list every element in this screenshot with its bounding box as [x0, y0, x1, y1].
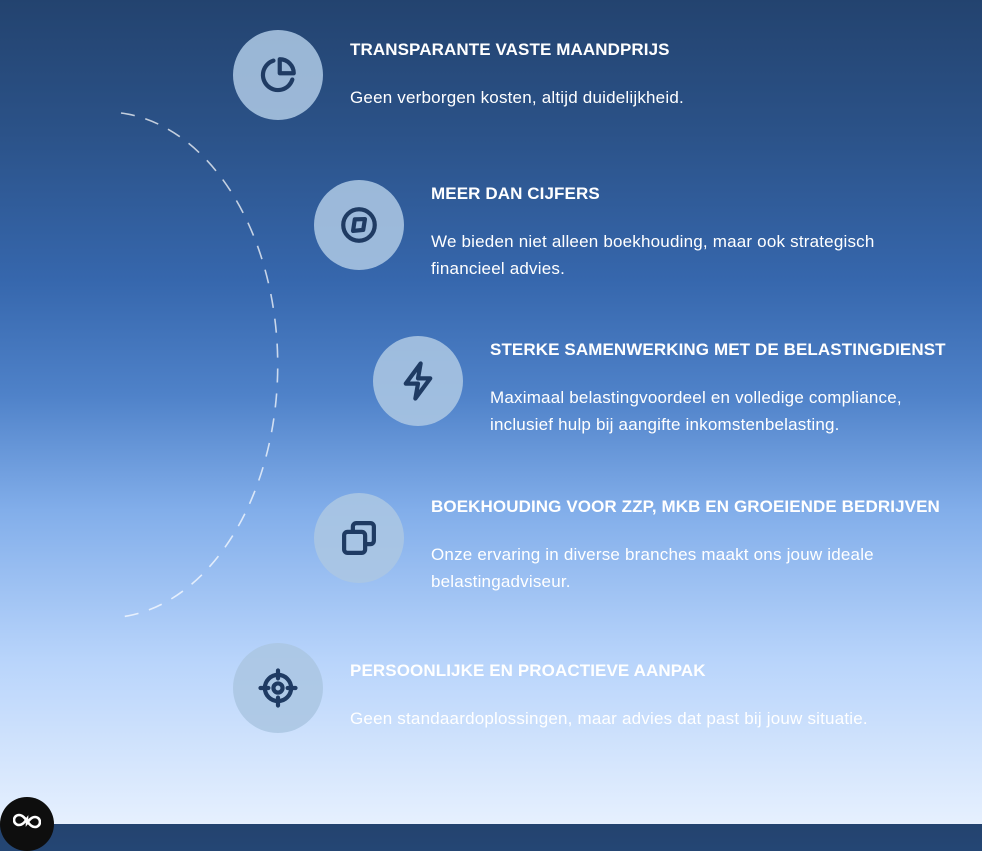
- feature-title: STERKE SAMENWERKING MET DE BELASTINGDIEN…: [490, 340, 946, 359]
- feature-description: Onze ervaring in diverse branches maakt …: [431, 545, 874, 591]
- crosshair-icon: [233, 643, 323, 733]
- feature-title: PERSOONLIJKE EN PROACTIEVE AANPAK: [350, 661, 706, 680]
- feature-title: MEER DAN CIJFERS: [431, 184, 600, 203]
- infinity-logo-icon: [13, 813, 41, 829]
- compass-icon: [314, 180, 404, 270]
- feature-description: Geen verborgen kosten, altijd duidelijkh…: [350, 88, 684, 107]
- lightning-icon: [373, 336, 463, 426]
- overlapping-squares-icon: [314, 493, 404, 583]
- feature-description: We bieden niet alleen boekhouding, maar …: [431, 232, 875, 278]
- feature-description: Maximaal belastingvoordeel en volledige …: [490, 388, 902, 434]
- floating-logo-badge[interactable]: [0, 797, 54, 851]
- pie-chart-icon: [233, 30, 323, 120]
- feature-title: TRANSPARANTE VASTE MAANDPRIJS: [350, 40, 670, 59]
- feature-title: BOEKHOUDING VOOR ZZP, MKB EN GROEIENDE B…: [431, 497, 940, 516]
- feature-description: Geen standaardoplossingen, maar advies d…: [350, 709, 868, 728]
